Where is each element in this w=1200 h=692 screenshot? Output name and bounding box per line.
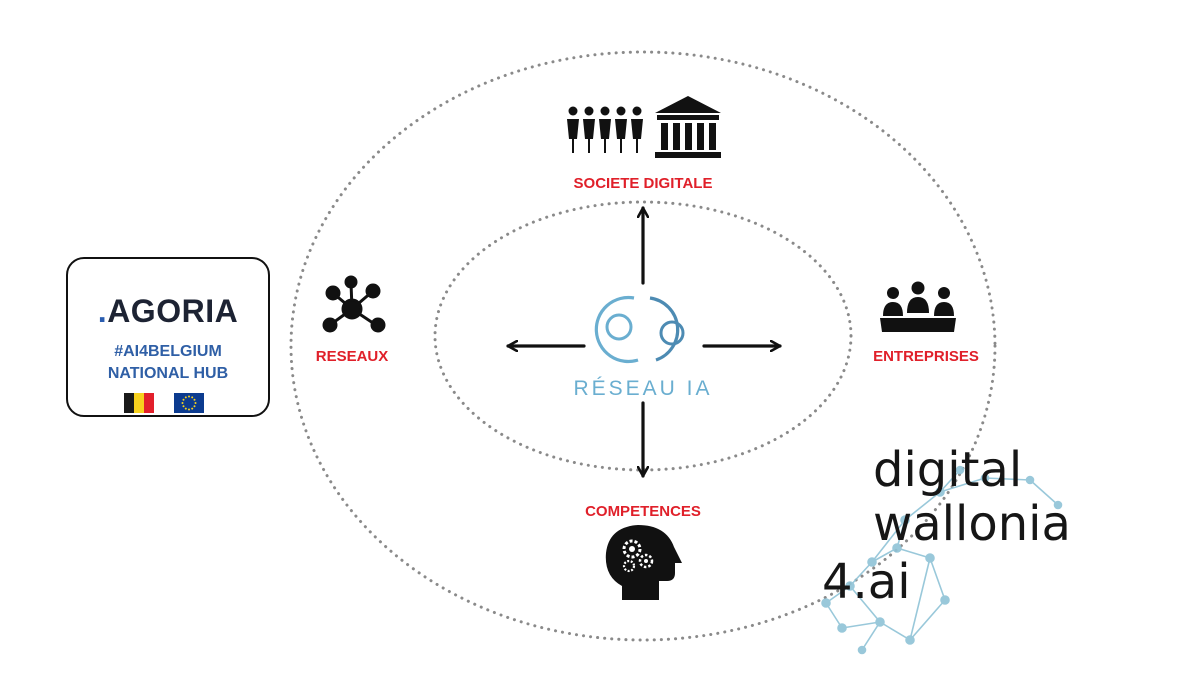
logo-ring-right xyxy=(649,296,680,362)
agoria-wordmark: AGORIA xyxy=(107,293,239,329)
outer-ring xyxy=(289,50,997,642)
logo-small-circle xyxy=(605,313,633,341)
logo-small-circle-2 xyxy=(659,320,685,346)
logo-text: RÉSEAU IA xyxy=(573,377,712,400)
inner-ring xyxy=(433,200,853,472)
eu-flag-icon xyxy=(174,393,204,413)
people-group-icon xyxy=(567,106,643,153)
agoria-hashtag: #AI4BELGIUM xyxy=(114,343,222,360)
logo-ring-left xyxy=(594,295,639,364)
neural-network-decoration xyxy=(821,465,1063,655)
agoria-logo: .AGORIA xyxy=(68,293,268,330)
digital-wallonia-line3: 4.ai xyxy=(822,554,911,610)
agoria-hub-label: NATIONAL HUB xyxy=(107,365,229,382)
digital-wallonia-line1: digital xyxy=(873,442,1023,498)
digital-wallonia-line2: wallonia xyxy=(873,496,1071,552)
institution-building-icon xyxy=(655,96,721,158)
head-gears-icon xyxy=(605,525,682,600)
network-hub-icon xyxy=(322,275,386,333)
agoria-dot: . xyxy=(97,293,108,329)
label-competences: COMPETENCES xyxy=(585,503,701,520)
label-societe-digitale: SOCIETE DIGITALE xyxy=(574,175,713,192)
agoria-hub-badge: .AGORIA #AI4BELGIUM NATIONAL HUB xyxy=(66,257,270,417)
agoria-brand: .AGORIA xyxy=(98,293,238,329)
meeting-table-icon xyxy=(880,281,956,332)
label-reseaux: RESEAUX xyxy=(316,348,389,365)
label-entreprises: ENTREPRISES xyxy=(873,348,979,365)
belgium-flag-icon xyxy=(124,393,154,413)
arrows xyxy=(506,206,782,478)
reseau-ia-logo: RÉSEAU IA xyxy=(573,295,712,400)
